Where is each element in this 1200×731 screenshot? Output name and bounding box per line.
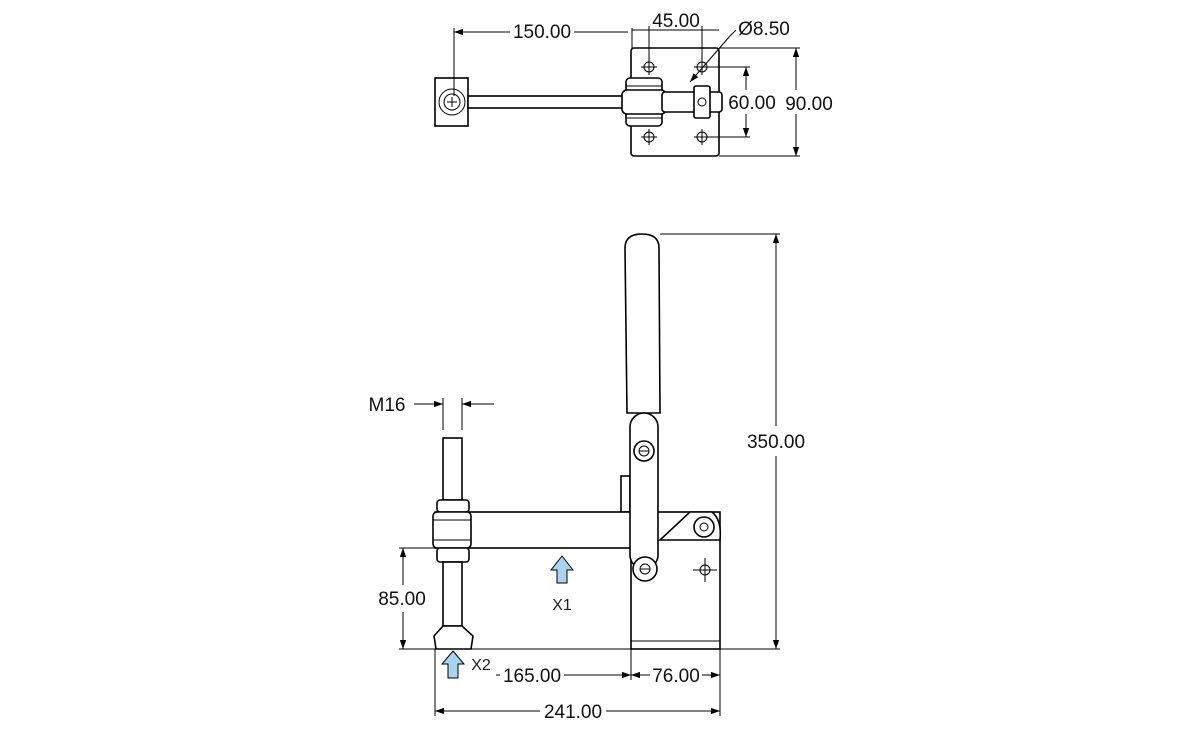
top-arm [467, 95, 625, 109]
x2-arrow-icon [440, 650, 466, 679]
dim-85: 85.00 [378, 589, 426, 610]
top-spindle-circle-inner [443, 93, 461, 111]
x1-arrow-icon [549, 555, 575, 584]
top-mounting-holes [641, 59, 710, 145]
x1-label: X1 [552, 597, 572, 614]
side-handle-link [629, 412, 659, 570]
dim-90: 90.00 [785, 94, 833, 115]
top-view: 150.00 45.00 Ø8.50 60.00 90.00 [434, 11, 833, 157]
side-handle-grip [624, 233, 661, 414]
side-spindle-nut-top [436, 499, 470, 513]
side-spindle-collar [432, 511, 472, 549]
top-handle-link [661, 91, 723, 113]
top-spindle-circle-outer [438, 88, 466, 116]
top-spindle-block [434, 77, 469, 127]
dim-165: 165.00 [503, 666, 561, 687]
x2-label: X2 [471, 657, 491, 674]
side-spindle-bottom [442, 561, 463, 627]
side-view: X1 X2 M16 350.00 85.00 165.00 76.00 [369, 233, 805, 723]
dim-350: 350.00 [747, 432, 805, 453]
side-spindle-nut-bottom [436, 547, 470, 563]
dim-150: 150.00 [513, 22, 571, 43]
top-pivot-collar [621, 89, 667, 115]
dim-241: 241.00 [544, 702, 602, 723]
side-spindle-pad [433, 625, 474, 650]
dim-m16: M16 [369, 395, 406, 416]
dim-76: 76.00 [652, 666, 700, 687]
dim-hole-diameter: Ø8.50 [738, 19, 790, 40]
side-spindle-top [442, 437, 463, 501]
dim-60: 60.00 [728, 93, 776, 114]
dim-45: 45.00 [652, 11, 700, 32]
